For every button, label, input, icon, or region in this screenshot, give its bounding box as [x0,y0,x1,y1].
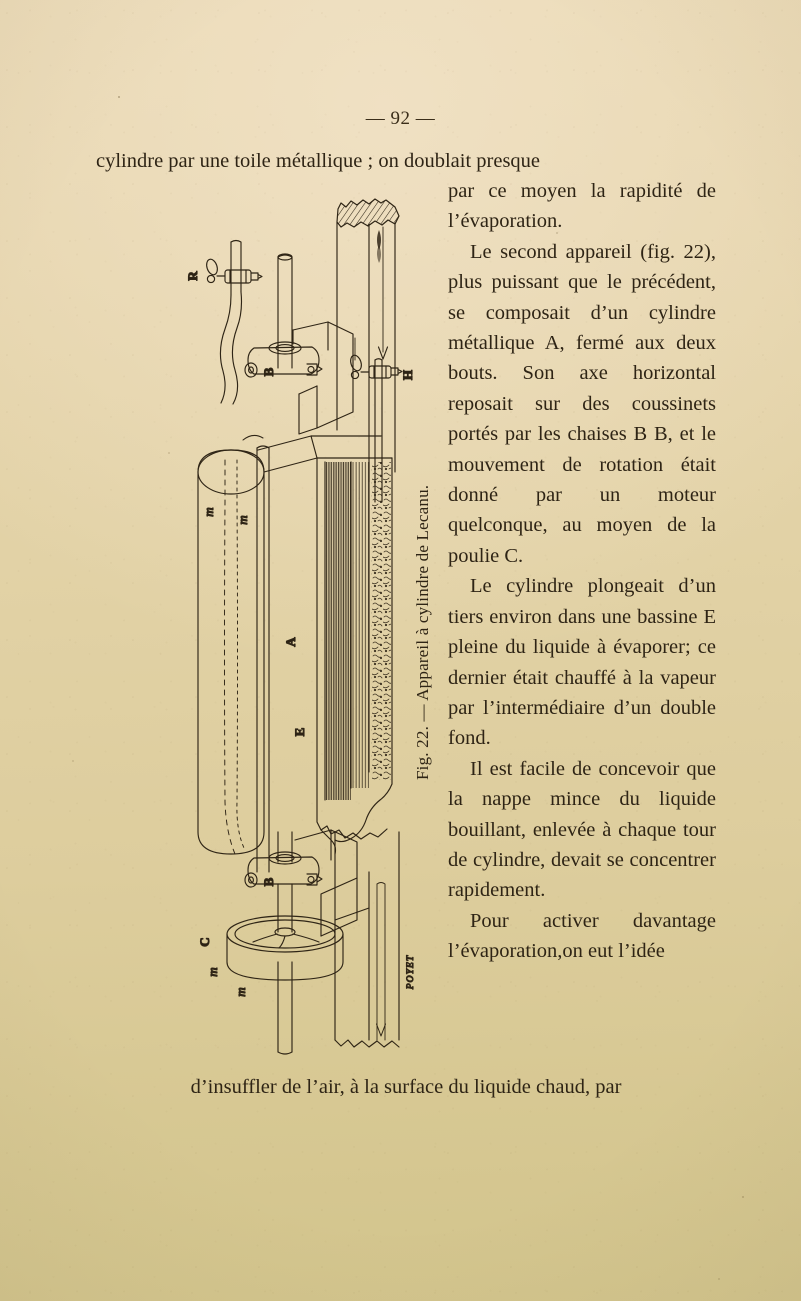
page-folio-number: — 92 — [365,108,436,129]
body-text-column: par ce moyen la rapidité de l’évaporatio… [448,176,716,967]
label-B-upper: B [261,367,276,376]
paragraph: Pour activer davantage l’évaporation,on … [448,909,716,963]
paragraph: Le cylindre plongeait d’un tiers environ… [448,575,716,750]
label-m-lower-2: m [233,987,248,996]
cylinder-A-and-basin-E: m m m m [197,434,393,997]
pulley-C: C [196,883,344,1055]
lead-text-line: cylindre par une toile métallique ; on d… [96,150,541,172]
paragraph: Le second appareil (fig. 22), plus puiss… [448,240,716,567]
masonry-pier [336,198,400,483]
steam-arrow-down [377,226,389,360]
label-R: R [185,271,200,281]
label-m-lower-1: m [205,967,220,976]
standpipe-left-with-valve-R: R [184,239,263,405]
label-E: E [292,728,307,737]
tail-text-line: d’insuffler de l’air, à la surface du li… [190,1076,622,1098]
bearing-chair-upper-B: B [244,253,354,435]
valve-R [206,258,263,284]
label-B-lower: B [261,877,276,886]
label-m-upper-1: m [201,507,216,516]
label-A: A [283,637,298,647]
engraver-signature: POYET [406,955,416,991]
paragraph: Il est facile de concevoir que la nappe … [448,757,716,902]
bearing-chair-lower-B: B [244,829,358,937]
pier-lower-with-signature [334,831,400,1048]
figure-illustration: R H [184,172,425,1072]
label-H: H [400,370,415,380]
valve-H [350,354,403,380]
paragraph: par ce moyen la rapidité de l’évaporatio… [448,180,716,233]
label-m-upper-2: m [235,515,250,524]
label-C: C [197,937,212,946]
